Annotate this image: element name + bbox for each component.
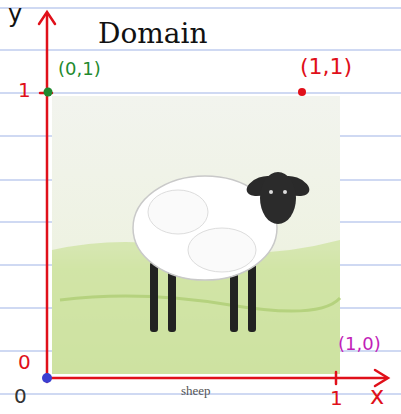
- sheep-picture: [52, 96, 340, 374]
- axis-name: y: [8, 2, 22, 26]
- tick-value: 0: [14, 386, 27, 406]
- notebook-lines: [0, 8, 401, 394]
- origin-label: 0: [18, 352, 31, 372]
- diagram-title: Domain: [98, 20, 208, 48]
- point-label: (1,0): [338, 335, 381, 353]
- axis-name: x: [370, 384, 384, 408]
- corner-dot: [42, 373, 52, 383]
- tick-value: 1: [18, 80, 31, 100]
- point-label: (1,1): [300, 56, 352, 78]
- corner-dot: [44, 88, 53, 97]
- axes: [39, 12, 388, 386]
- point-label: (0,1): [58, 60, 101, 78]
- tick-value: 1: [330, 388, 343, 408]
- picture-caption: sheep: [181, 384, 211, 397]
- corner-dot: [298, 88, 306, 96]
